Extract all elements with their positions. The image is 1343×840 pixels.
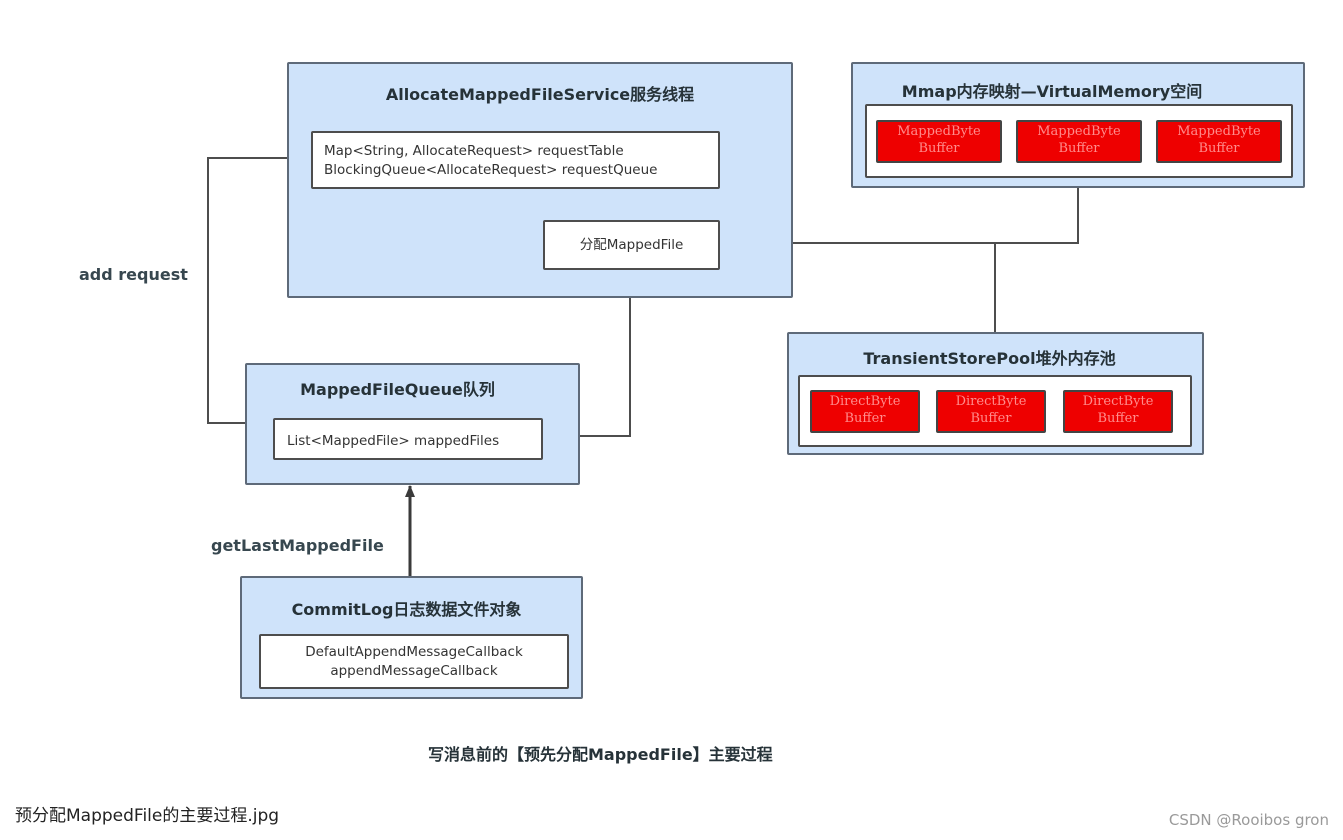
request-table-line: Map<String, AllocateRequest> requestTabl… [324,143,624,159]
mapped-byte-buffer-1: MappedByte Buffer [876,120,1002,163]
mmap-to-allocate-line [755,188,1079,244]
commit-log-panel: CommitLog日志数据文件对象 DefaultAppendMessageCa… [240,576,583,699]
request-table-box: Map<String, AllocateRequest> requestTabl… [311,131,720,189]
callback-class-line: DefaultAppendMessageCallback [305,644,523,660]
mmap-panel: Mmap内存映射—VirtualMemory空间 MappedByte Buff… [851,62,1305,188]
transient-pool-panel: TransientStorePool堆外内存池 DirectByte Buffe… [787,332,1204,455]
allocate-service-title: AllocateMappedFileService服务线程 [385,85,695,104]
add-request-arrow [207,153,308,424]
mapped-files-list-label: List<MappedFile> mappedFiles [287,433,500,449]
mapped-files-list-box: List<MappedFile> mappedFiles [273,418,543,460]
mapped-byte-buffer-3: MappedByte Buffer [1156,120,1282,163]
mapped-file-queue-title: MappedFileQueue队列 [300,380,495,399]
direct-byte-buffer-1: DirectByte Buffer [810,390,920,433]
direct-byte-buffer-3: DirectByte Buffer [1063,390,1173,433]
mapped-byte-buffer-2: MappedByte Buffer [1016,120,1142,163]
transient-pool-title: TransientStorePool堆外内存池 [863,349,1116,368]
allocate-mappedfile-label: 分配MappedFile [579,237,684,253]
direct-buffer-container: DirectByte Buffer DirectByte Buffer Dire… [798,375,1192,447]
diagram-caption: 写消息前的【预先分配MappedFile】主要过程 [428,745,773,764]
callback-field-line: appendMessageCallback [330,663,498,679]
mapped-file-queue-panel: MappedFileQueue队列 List<MappedFile> mappe… [245,363,580,485]
add-request-label: add request [79,265,188,284]
mmap-buffer-container: MappedByte Buffer MappedByte Buffer Mapp… [865,104,1293,178]
csdn-watermark: CSDN @Rooibos gron [1168,811,1329,829]
allocate-service-panel: AllocateMappedFileService服务线程 Map<String… [287,62,793,298]
request-queue-line: BlockingQueue<AllocateRequest> requestQu… [324,162,658,178]
commit-log-title: CommitLog日志数据文件对象 [291,600,522,619]
mmap-title: Mmap内存映射—VirtualMemory空间 [901,82,1203,101]
callback-box: DefaultAppendMessageCallback appendMessa… [259,634,569,689]
get-last-mappedfile-label: getLastMappedFile [211,536,384,555]
image-filename: 预分配MappedFile的主要过程.jpg [15,806,280,826]
allocate-mappedfile-box: 分配MappedFile [543,220,720,270]
direct-byte-buffer-2: DirectByte Buffer [936,390,1046,433]
